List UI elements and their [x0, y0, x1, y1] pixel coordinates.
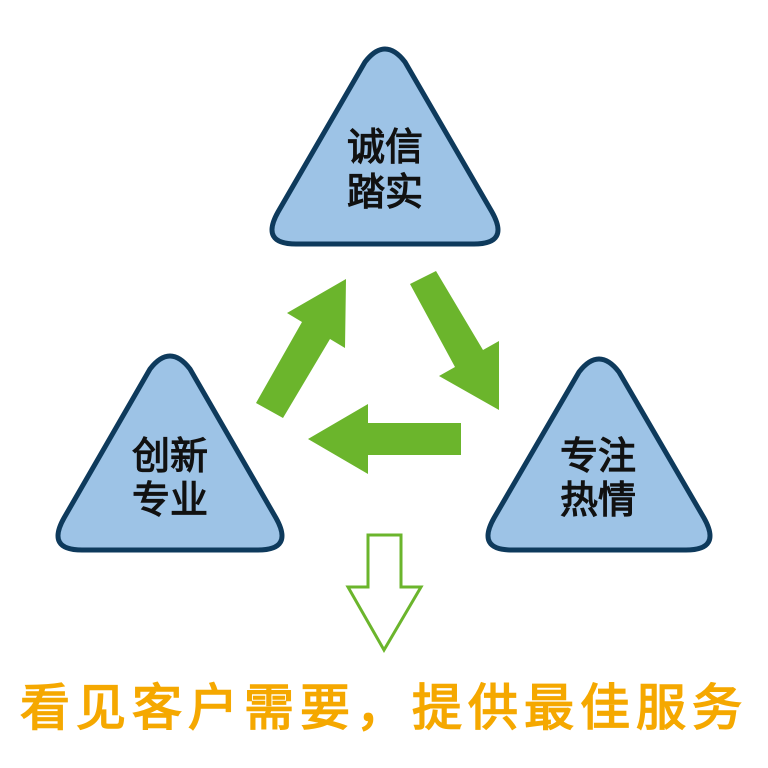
node-label-line2: 踏实 [347, 170, 423, 214]
arrow-down-right-icon [410, 271, 499, 410]
triangle-shape [55, 353, 285, 553]
arrow-left-icon [308, 404, 461, 474]
node-right: 专注 热情 [485, 356, 713, 553]
node-label-line2: 专业 [132, 478, 208, 522]
node-top: 诚信 踏实 [269, 46, 501, 247]
node-label-line1: 诚信 [347, 125, 423, 169]
triangle-shape [485, 356, 713, 553]
node-label-line1: 创新 [132, 434, 208, 478]
arrow-down-outline-icon [345, 533, 424, 653]
node-label-line2: 热情 [560, 478, 636, 522]
node-label-line1: 专注 [560, 434, 636, 478]
arrow-up-right-icon [256, 279, 346, 418]
node-left: 创新 专业 [55, 353, 285, 553]
triangle-shape [269, 46, 501, 247]
slogan-text: 看见客户需要，提供最佳服务 [20, 679, 748, 737]
